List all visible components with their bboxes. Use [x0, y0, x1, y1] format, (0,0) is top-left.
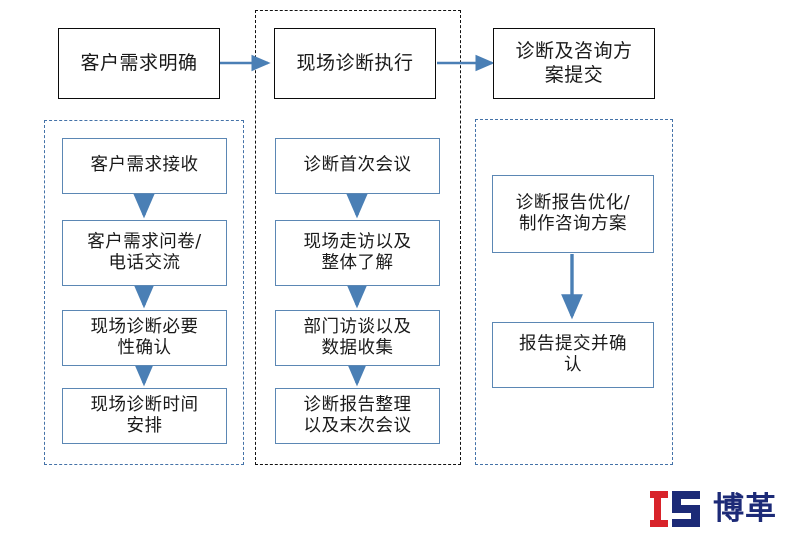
step-box-1-3[interactable]: 现场诊断必要 性确认: [62, 310, 227, 366]
bg-monogram-icon: [650, 491, 700, 527]
step-box-3-2[interactable]: 报告提交并确 认: [492, 322, 654, 388]
phase-label-3: 诊断及咨询方 案提交: [515, 40, 633, 86]
step-label-2-3: 部门访谈以及 数据收集: [303, 316, 412, 358]
phase-box-3[interactable]: 诊断及咨询方 案提交: [493, 28, 655, 99]
group-frame-column-1: [44, 120, 244, 465]
step-label-2-4: 诊断报告整理 以及末次会议: [303, 394, 412, 436]
logo-wordmark: 博革: [713, 490, 777, 527]
step-box-2-4[interactable]: 诊断报告整理 以及末次会议: [275, 388, 440, 444]
group-frame-column-2: [255, 10, 461, 465]
phase-label-2: 现场诊断执行: [296, 51, 414, 74]
step-label-1-3: 现场诊断必要 性确认: [90, 316, 199, 358]
step-label-1-4: 现场诊断时间 安排: [90, 394, 199, 436]
step-label-1-2: 客户需求问卷/ 电话交流: [87, 231, 202, 273]
phase-label-1: 客户需求明确: [80, 51, 198, 74]
company-logo: 博革: [648, 487, 780, 531]
step-box-3-1[interactable]: 诊断报告优化/ 制作咨询方案: [492, 175, 654, 253]
step-box-2-3[interactable]: 部门访谈以及 数据收集: [275, 310, 440, 366]
step-box-1-4[interactable]: 现场诊断时间 安排: [62, 388, 227, 444]
step-box-2-2[interactable]: 现场走访以及 整体了解: [275, 220, 440, 286]
step-label-2-1: 诊断首次会议: [303, 155, 412, 176]
step-box-2-1[interactable]: 诊断首次会议: [275, 138, 440, 194]
step-label-1-1: 客户需求接收: [90, 155, 199, 176]
step-box-1-1[interactable]: 客户需求接收: [62, 138, 227, 194]
phase-box-2[interactable]: 现场诊断执行: [274, 28, 436, 99]
step-label-3-1: 诊断报告优化/ 制作咨询方案: [515, 192, 631, 234]
step-label-2-2: 现场走访以及 整体了解: [303, 231, 412, 273]
step-label-3-2: 报告提交并确 认: [519, 333, 627, 375]
phase-box-1[interactable]: 客户需求明确: [58, 28, 220, 99]
group-frame-column-3: [475, 119, 673, 465]
step-box-1-2[interactable]: 客户需求问卷/ 电话交流: [62, 220, 227, 286]
